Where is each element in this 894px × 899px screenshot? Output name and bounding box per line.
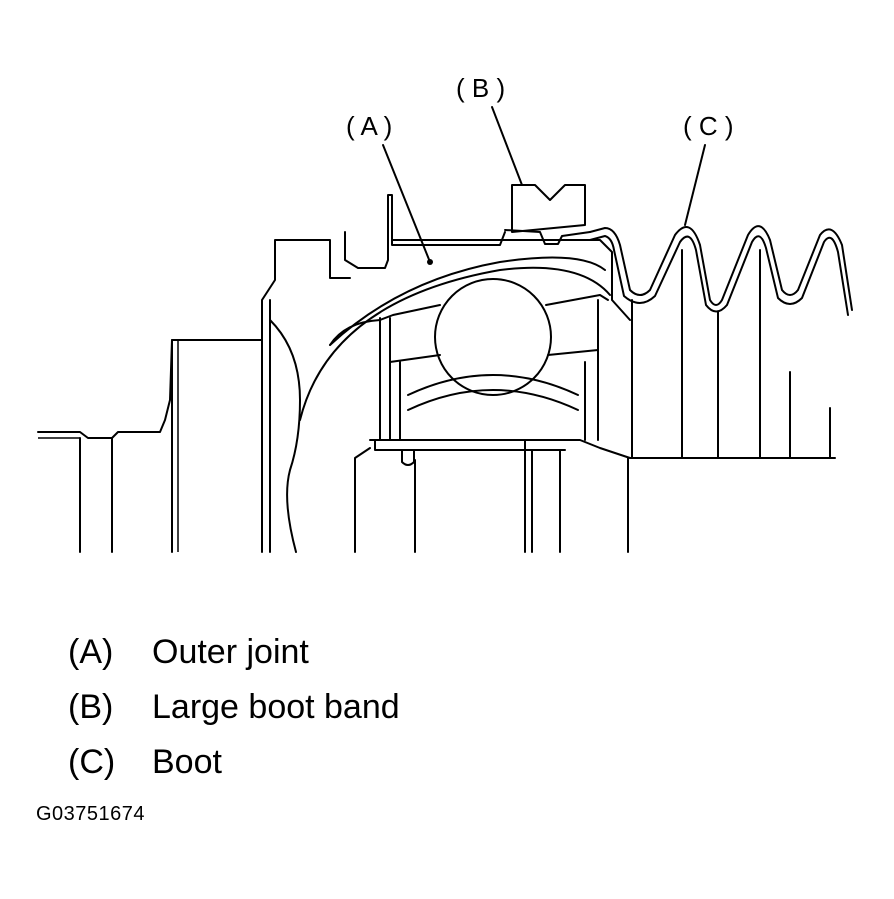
callout-b-label: ( B )	[456, 73, 505, 103]
legend-label: Large boot band	[152, 688, 400, 726]
callout-c-label: ( C )	[683, 111, 734, 141]
outer-joint-housing	[261, 194, 631, 553]
leader-lines	[382, 106, 706, 265]
boot	[589, 225, 853, 459]
callout-a-label: ( A )	[346, 111, 392, 141]
legend-key: (C)	[68, 743, 116, 781]
legend-item-boot: (C) Boot	[68, 735, 400, 790]
large-boot-band	[504, 184, 591, 245]
legend-key: (A)	[68, 633, 114, 671]
axle-shaft	[37, 339, 263, 553]
ball-and-cage	[379, 278, 609, 441]
legend-key: (B)	[68, 688, 114, 726]
legend: (A) Outer joint (B) Large boot band (C) …	[68, 625, 400, 790]
legend-item-outer-joint: (A) Outer joint	[68, 625, 400, 680]
inner-race	[354, 439, 836, 553]
figure-id: G03751674	[36, 803, 146, 825]
joint-diagram: ( A ) ( B ) ( C )	[37, 73, 853, 553]
legend-item-large-boot-band: (B) Large boot band	[68, 680, 400, 735]
legend-label: Boot	[152, 743, 222, 781]
legend-label: Outer joint	[152, 633, 309, 671]
